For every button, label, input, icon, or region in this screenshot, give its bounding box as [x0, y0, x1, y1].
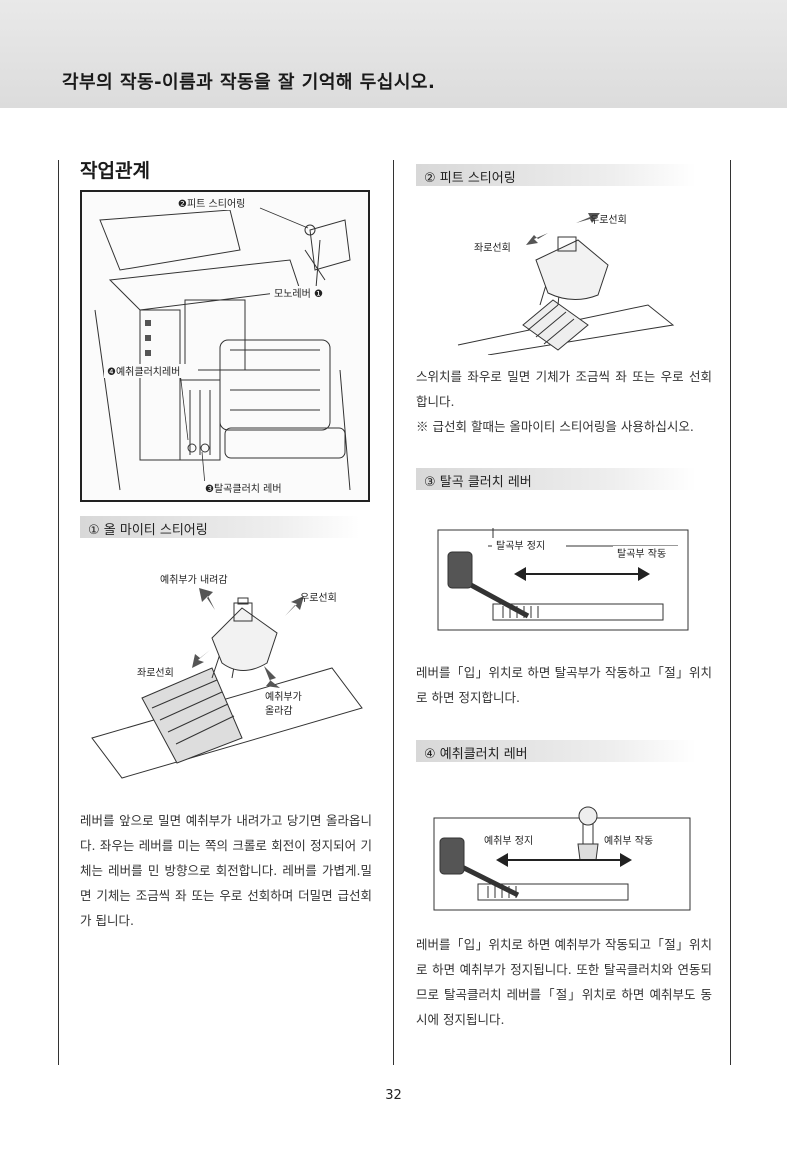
- s2-left-label: 좌로선회: [474, 242, 511, 254]
- s4-description: 레버를「입」위치로 하면 예취부가 작동되고「절」위치로 하면 예취부가 정지됩…: [416, 937, 712, 1027]
- s4-title: ④ 예취클러치 레버: [424, 747, 528, 762]
- reaper-clutch-figure: 예취부 정지 예취부 작동: [418, 800, 712, 918]
- section-title: 작업관계: [80, 160, 150, 182]
- pit-steering-label: ❷피트 스티어링: [178, 198, 245, 210]
- mono-lever-label: 모노레버 ❶: [274, 288, 323, 300]
- s4-stop-label: 예취부 정지: [484, 835, 533, 847]
- center-column-rule: [393, 160, 394, 1065]
- header-band: [0, 0, 787, 108]
- page-header-title: 각부의 작동-이름과 작동을 잘 기억해 두십시오.: [62, 72, 436, 93]
- reaper-clutch-lever-label: ❹예취클러치레버: [107, 366, 180, 378]
- s2-description: 스위치를 좌우로 밀면 기체가 조금씩 좌 또는 우로 선회합니다.: [416, 369, 712, 409]
- all-mighty-steering-figure: 예취부가 내려감 우로선회 좌로선회 예취부가 올라감: [82, 568, 372, 783]
- thresher-clutch-lever-label: ❸탈곡클러치 레버: [205, 482, 282, 495]
- s1-right-label: 우로선회: [300, 592, 337, 604]
- page-number: 32: [385, 1088, 402, 1103]
- thresher-clutch-figure: 탈곡부 정지 탈곡부 작동: [418, 518, 712, 648]
- s3-title: ③ 탈곡 클러치 레버: [424, 475, 532, 490]
- s1-up-label-2: 올라감: [265, 705, 293, 717]
- s1-left-label: 좌로선회: [137, 667, 174, 679]
- s2-title-band: [416, 164, 696, 186]
- s1-title-band: [80, 516, 360, 538]
- s1-description: 레버를 앞으로 밀면 예취부가 내려가고 당기면 올라옵니다. 좌우는 레버를 …: [80, 813, 372, 928]
- s1-up-label-1: 예취부가: [265, 691, 302, 703]
- s4-run-label: 예취부 작동: [604, 835, 653, 847]
- s2-title: ② 피트 스티어링: [424, 171, 516, 186]
- s2-right-label: 우로선회: [590, 214, 627, 226]
- s1-title: ① 올 마이티 스티어링: [88, 523, 208, 538]
- s2-note: ※ 급선회 할때는 올마이티 스티어링을 사용하십시오.: [416, 419, 694, 434]
- right-column-rule: [730, 160, 731, 1065]
- s3-title-band: [416, 468, 696, 490]
- s1-down-label: 예취부가 내려감: [160, 574, 228, 586]
- s3-stop-label: 탈곡부 정지: [496, 539, 545, 552]
- s4-title-band: [416, 740, 696, 762]
- s3-description: 레버를「입」위치로 하면 탈곡부가 작동하고「절」위치로 하면 정지합니다.: [416, 665, 712, 705]
- cockpit-figure: ❷피트 스티어링 모노레버 ❶ ❹예취클러치레버 ❸탈곡클러치 레버: [80, 190, 370, 502]
- s3-run-label: 탈곡부 작동: [617, 547, 666, 560]
- left-column-rule: [58, 160, 59, 1065]
- pit-steering-figure: 우로선회 좌로선회: [448, 205, 688, 355]
